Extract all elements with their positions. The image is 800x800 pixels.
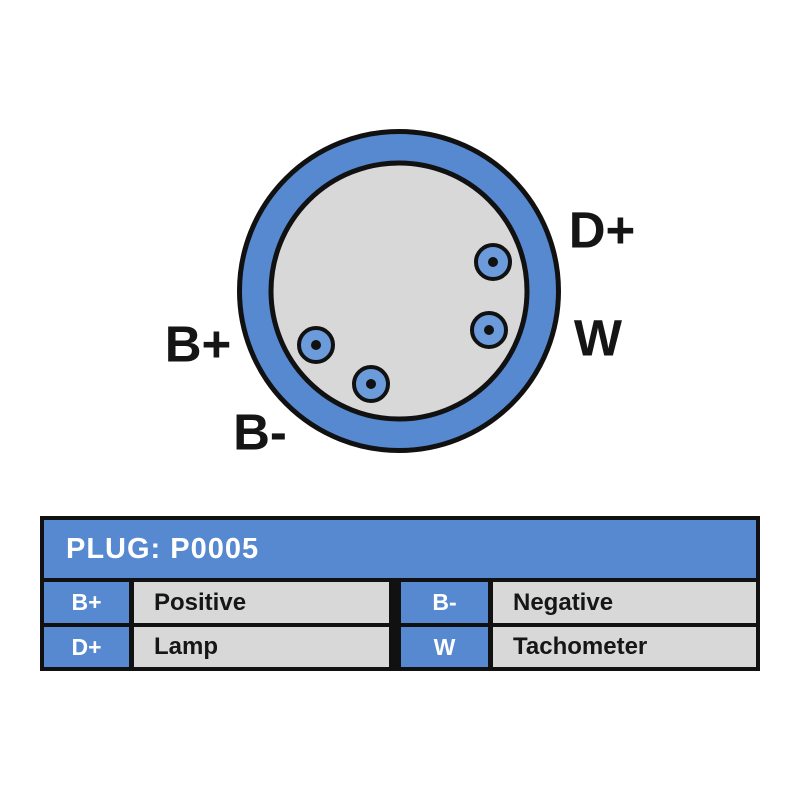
plug-pinout-table: PLUG: P0005 B+ Positive B- Negative D+ L…	[40, 516, 760, 671]
terminal-b-plus	[297, 326, 335, 364]
terminal-d-plus	[474, 243, 512, 281]
table-row: B+ Positive B- Negative	[44, 582, 756, 623]
pin-code-cell: B-	[401, 582, 488, 623]
terminal-b-plus-pin	[311, 340, 321, 350]
terminal-b-minus-pin	[366, 379, 376, 389]
pin-function-cell: Negative	[493, 582, 756, 623]
pin-code-cell: B+	[44, 582, 129, 623]
label-b-minus: B-	[233, 403, 287, 461]
label-b-plus: B+	[164, 315, 232, 373]
terminal-d-plus-pin	[488, 257, 498, 267]
pin-function-cell: Lamp	[134, 627, 389, 667]
plug-table-title: PLUG: P0005	[66, 532, 260, 565]
pin-code-cell: W	[401, 627, 488, 667]
terminal-w-pin	[484, 325, 494, 335]
plug-connector-drawing	[237, 129, 561, 453]
label-d-plus: D+	[568, 201, 636, 259]
terminal-b-minus	[352, 365, 390, 403]
pin-function-cell: Positive	[134, 582, 389, 623]
plug-table-header: PLUG: P0005	[44, 520, 756, 578]
pin-function-cell: Tachometer	[493, 627, 756, 667]
pin-code-cell: D+	[44, 627, 129, 667]
table-row: D+ Lamp W Tachometer	[44, 627, 756, 667]
connector-face	[268, 160, 530, 422]
terminal-w	[470, 311, 508, 349]
label-w: W	[573, 309, 623, 367]
